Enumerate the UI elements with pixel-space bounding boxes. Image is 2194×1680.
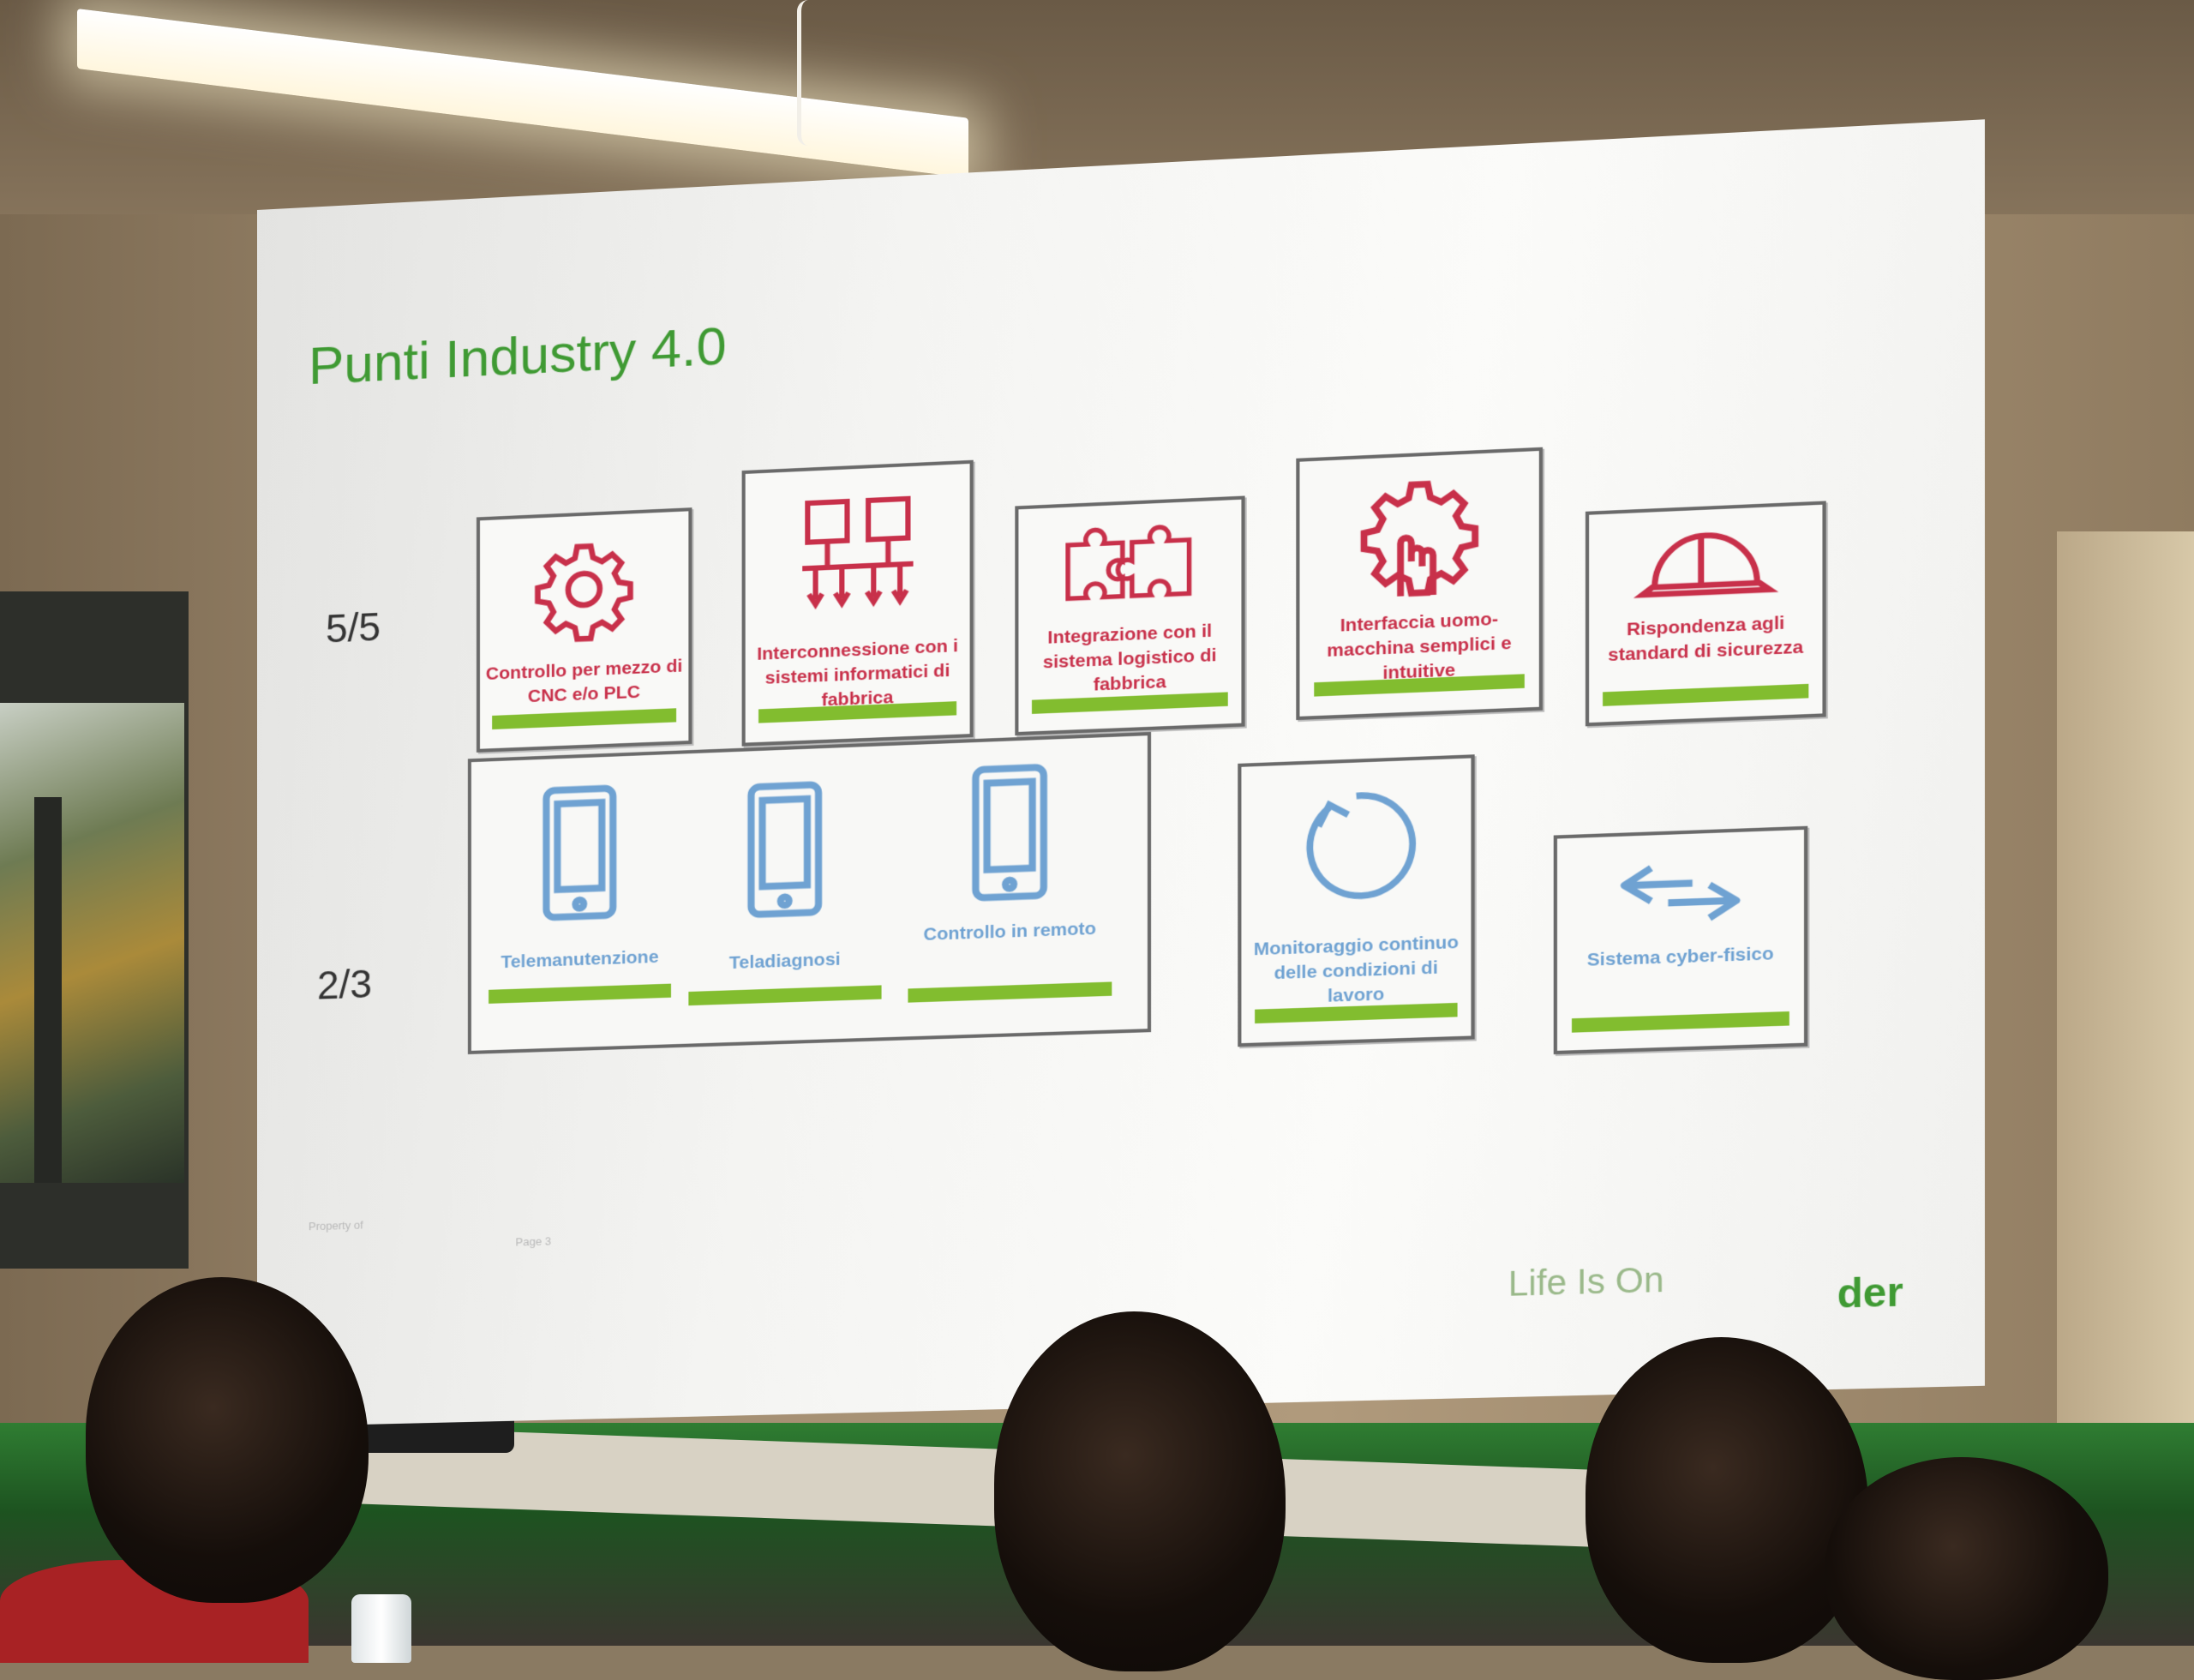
window-mullion (34, 797, 62, 1183)
swap-arrows-icon (1607, 845, 1753, 939)
card-logistics: Integrazione con il sistema logistico di… (1015, 495, 1244, 735)
subcard-teladiagnosi: Teladiagnosi (688, 777, 881, 1035)
subcard-label: Telemanutenzione (501, 946, 659, 973)
footer-page: Page 3 (515, 1234, 552, 1249)
refresh-icon (1288, 777, 1424, 915)
subcard-label: Teladiagnosi (728, 949, 841, 974)
progress-bar (908, 981, 1112, 1002)
audience-head-left (86, 1277, 369, 1603)
brand-tagline: Life Is On (1508, 1260, 1664, 1305)
card-label: Rispondenza agli standard di sicurezza (1608, 613, 1804, 666)
subcard-label: Controllo in remoto (923, 918, 1097, 945)
audience-head-right (1586, 1337, 1868, 1663)
card-cnc-plc: Controllo per mezzo di CNC e/o PLC (477, 507, 692, 753)
card-cyber-physical: Sistema cyber-fisico (1554, 826, 1808, 1054)
hand-gear-icon (1352, 471, 1487, 609)
progress-bar (489, 984, 671, 1004)
card-label: Sistema cyber-fisico (1586, 943, 1774, 970)
tablet-icon (741, 778, 829, 921)
tablet-icon (537, 782, 623, 923)
side-wall (2057, 531, 2194, 1474)
card-label: Controllo per mezzo di CNC e/o PLC (485, 656, 683, 707)
hard-hat-icon (1633, 520, 1779, 615)
window-view (0, 703, 184, 1183)
tablet-icon (965, 761, 1053, 904)
projected-slide: Punti Industry 4.0 5/5 2/3 Controllo per… (257, 119, 1985, 1427)
progress-bar (493, 708, 676, 729)
subcard-telemanutenzione: Telemanutenzione (489, 780, 671, 1037)
brand-logo-text: der (1837, 1268, 1903, 1317)
card-interconnection: Interconnessione con i sistemi informati… (742, 460, 974, 747)
water-bottle (351, 1594, 411, 1663)
card-label: Integrazione con il sistema logistico di… (1042, 621, 1217, 695)
gear-icon (528, 531, 641, 648)
card-hmi: Interfaccia uomo-macchina semplici e int… (1296, 447, 1543, 720)
remote-features-group: Telemanutenzione Teladiagnosi Controllo … (468, 732, 1151, 1054)
network-icon (791, 488, 923, 624)
puzzle-icon (1058, 514, 1201, 616)
row2-score: 2/3 (317, 961, 373, 1008)
progress-bar (688, 985, 881, 1005)
subcard-controllo-remoto: Controllo in remoto (908, 759, 1112, 1028)
audience-head-center (994, 1311, 1286, 1671)
slide-title: Punti Industry 4.0 (308, 315, 727, 397)
progress-bar (1572, 1011, 1789, 1033)
progress-bar (1603, 684, 1808, 706)
card-monitoring: Monitoraggio continuo delle condizioni d… (1238, 754, 1474, 1047)
card-safety: Rispondenza agli standard di sicurezza (1586, 501, 1826, 726)
audience-head-far-right (1825, 1457, 2108, 1680)
row1-score: 5/5 (326, 603, 381, 651)
card-label: Monitoraggio continuo delle condizioni d… (1253, 932, 1459, 1006)
footer-property: Property of (308, 1218, 363, 1233)
ceiling-cable (797, 0, 808, 146)
